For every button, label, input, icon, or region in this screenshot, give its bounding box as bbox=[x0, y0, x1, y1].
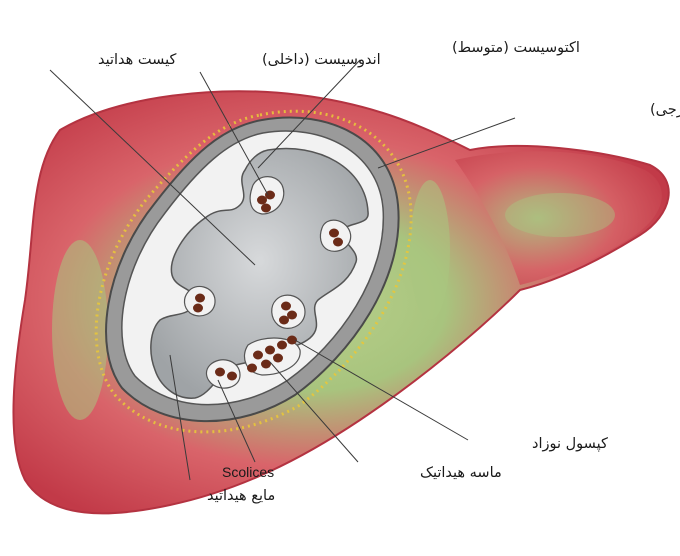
label-hydatid-sand: ماسه هیداتیک bbox=[420, 465, 502, 481]
scolex bbox=[265, 345, 275, 355]
leader-hydatid-sand bbox=[269, 361, 359, 463]
label-pericyst: پری سیست (خارجی) bbox=[650, 102, 680, 118]
scolex bbox=[195, 293, 205, 303]
scolex bbox=[281, 301, 291, 311]
scolex bbox=[287, 310, 297, 320]
scolex bbox=[261, 203, 271, 213]
brood-capsule bbox=[271, 294, 306, 329]
scolex bbox=[257, 195, 267, 205]
label-hydatid-cyst: کیست هداتید bbox=[98, 52, 176, 68]
leader-pericyst bbox=[377, 117, 516, 169]
scolex bbox=[265, 190, 275, 200]
scolex bbox=[193, 303, 203, 313]
label-hydatid-fluid: مایع هیداتید bbox=[207, 488, 275, 504]
scolex bbox=[215, 367, 225, 377]
liver-highlight bbox=[410, 180, 450, 320]
scolex bbox=[333, 237, 343, 247]
leader-scolices bbox=[217, 379, 256, 463]
leader-endocyst bbox=[199, 71, 269, 196]
scolices-group bbox=[193, 190, 343, 381]
scolex bbox=[261, 359, 271, 369]
scolex bbox=[287, 335, 297, 345]
leader-hydatid-fluid bbox=[169, 354, 191, 481]
liver-highlight bbox=[505, 193, 615, 237]
scolex bbox=[273, 353, 283, 363]
label-daughter-capsule: کپسول نوزاد bbox=[532, 436, 608, 452]
scolex bbox=[253, 350, 263, 360]
leader-hydatid-cyst bbox=[49, 69, 256, 266]
scolex bbox=[329, 228, 339, 238]
liver-highlight bbox=[52, 240, 108, 420]
scolex bbox=[247, 363, 257, 373]
scolex bbox=[279, 315, 289, 325]
liver-right-lobe bbox=[455, 151, 662, 285]
label-scolices: Scolices bbox=[222, 464, 274, 480]
label-ectocyst: اکتوسیست (متوسط) bbox=[452, 40, 580, 56]
scolex bbox=[277, 340, 287, 350]
scolex bbox=[227, 371, 237, 381]
leader-daughter-capsule bbox=[294, 339, 469, 441]
leader-ectocyst bbox=[257, 59, 361, 169]
label-endocyst: اندوسیست (داخلی) bbox=[262, 52, 381, 68]
